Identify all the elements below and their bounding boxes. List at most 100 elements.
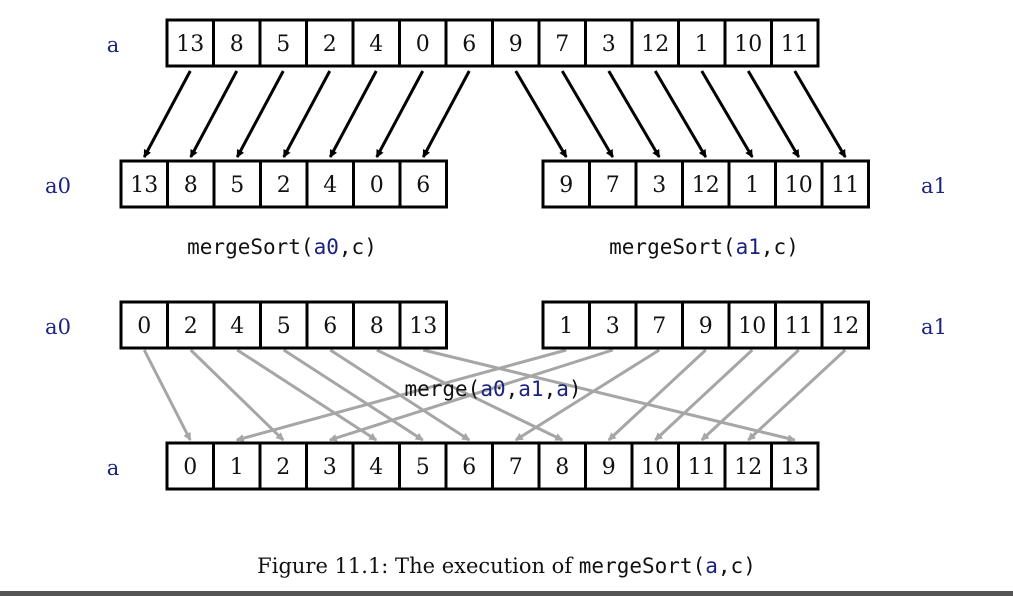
- array-cell: 3: [305, 441, 355, 491]
- array-cell: 9: [681, 300, 731, 350]
- array-cell: 2: [258, 441, 308, 491]
- cell-box: [259, 300, 309, 350]
- cell-box: [212, 159, 262, 209]
- arrow: [654, 348, 754, 442]
- arrow: [421, 70, 471, 158]
- array-cell: 1: [727, 159, 777, 209]
- cell-value: 1: [695, 32, 709, 57]
- cell-value: 9: [509, 32, 523, 57]
- cell-box: [212, 300, 262, 350]
- array-cell: 13: [165, 18, 215, 68]
- cell-box: [630, 18, 680, 68]
- cell-value: 11: [781, 32, 809, 57]
- cell-box: [398, 441, 448, 491]
- arrow: [514, 70, 568, 158]
- cell-value: 12: [831, 314, 859, 339]
- array-cell: 8: [212, 18, 262, 68]
- cell-value: 6: [416, 173, 430, 198]
- cell-value: 0: [370, 173, 384, 198]
- array-cell: 7: [537, 18, 587, 68]
- array-cell: 5: [259, 300, 309, 350]
- array-cell: 13: [398, 300, 448, 350]
- cell-box: [212, 441, 262, 491]
- cell-value: 11: [688, 455, 716, 480]
- cell-value: 8: [230, 32, 244, 57]
- array-cell: 5: [398, 441, 448, 491]
- array-cell: 1: [212, 441, 262, 491]
- cell-box: [588, 159, 638, 209]
- cell-value: 10: [734, 32, 762, 57]
- array-cell: 0: [165, 441, 215, 491]
- cell-value: 7: [606, 173, 620, 198]
- array-cell: 1: [677, 18, 727, 68]
- figure-caption: Figure 11.1: The execution of mergeSort(…: [0, 554, 1013, 578]
- cell-value: 4: [369, 32, 383, 57]
- cell-value: 10: [738, 314, 766, 339]
- array-cell: 2: [166, 300, 216, 350]
- cell-value: 9: [699, 314, 713, 339]
- array-cell: 4: [305, 159, 355, 209]
- cell-value: 8: [184, 173, 198, 198]
- array-cell: 2: [259, 159, 309, 209]
- arrow: [375, 70, 425, 158]
- array-cell: 0: [352, 159, 402, 209]
- array-cell: 4: [212, 300, 262, 350]
- arrow: [236, 348, 378, 442]
- cell-box: [258, 441, 308, 491]
- array-cell: 5: [258, 18, 308, 68]
- array-cell: 12: [723, 441, 773, 491]
- array-cell: 3: [584, 18, 634, 68]
- arrow: [189, 70, 239, 158]
- array-cell: 11: [774, 300, 824, 350]
- cell-value: 6: [323, 314, 337, 339]
- cell-box: [770, 18, 820, 68]
- cell-box: [444, 441, 494, 491]
- arrow: [653, 70, 708, 158]
- array-cell: 6: [444, 441, 494, 491]
- cell-value: 7: [509, 455, 523, 480]
- arrow: [282, 70, 332, 158]
- arrow: [328, 348, 614, 442]
- cell-value: 10: [641, 455, 669, 480]
- caption-code: mergeSort(a,c): [578, 554, 756, 578]
- cell-box: [677, 441, 727, 491]
- array-cell: 10: [723, 18, 773, 68]
- array-cell: 4: [351, 441, 401, 491]
- cell-box: [352, 300, 402, 350]
- array-cell: 2: [305, 18, 355, 68]
- cell-value: 5: [276, 32, 290, 57]
- cell-box: [119, 300, 169, 350]
- arrow: [747, 348, 847, 442]
- cell-value: 2: [276, 455, 290, 480]
- arrow: [607, 70, 661, 158]
- array-cell: 7: [588, 159, 638, 209]
- arrow: [746, 70, 801, 158]
- cell-value: 12: [692, 173, 720, 198]
- array-cell: 3: [634, 159, 684, 209]
- label-a1-unsorted: a1: [921, 174, 947, 198]
- array-cell: 8: [537, 441, 587, 491]
- arrow: [142, 349, 192, 441]
- cell-value: 3: [652, 173, 666, 198]
- cell-box: [723, 18, 773, 68]
- arrow: [607, 348, 707, 442]
- call-merge-sort-a0: mergeSort(a0,c): [187, 235, 377, 259]
- cell-box: [723, 441, 773, 491]
- cell-box: [398, 159, 448, 209]
- cell-value: 0: [137, 314, 151, 339]
- cell-value: 0: [183, 455, 197, 480]
- array-cell: 8: [352, 300, 402, 350]
- array-cell: 13: [770, 441, 820, 491]
- array-cell: 9: [541, 159, 591, 209]
- cell-box: [352, 159, 402, 209]
- cell-value: 3: [602, 32, 616, 57]
- cell-box: [630, 441, 680, 491]
- array-cell: 5: [212, 159, 262, 209]
- array-cell: 12: [681, 159, 731, 209]
- array-cell: 3: [588, 300, 638, 350]
